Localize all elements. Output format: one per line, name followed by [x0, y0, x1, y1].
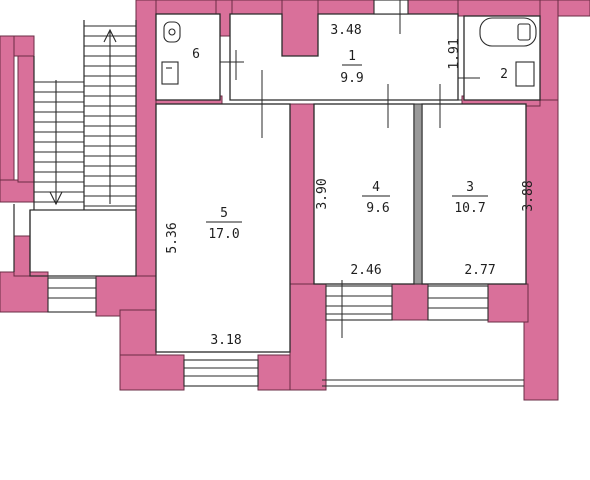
stair-core-wall	[135, 0, 157, 291]
top-wall-corner	[557, 0, 590, 17]
window-room3	[427, 285, 489, 321]
room-4-width-dim: 2.46	[350, 263, 381, 278]
room-5-length-dim: 5.36	[165, 222, 180, 253]
window-room4	[325, 285, 393, 321]
pier-room3-right	[487, 283, 529, 323]
sink-icon	[161, 61, 179, 85]
room-3-length-dim: 3.88	[521, 180, 536, 211]
room-6-number: 6	[192, 47, 200, 62]
room-2-number: 2	[500, 67, 508, 82]
left-wall-mid	[0, 179, 35, 203]
right-outer-wall	[523, 99, 559, 401]
room-3-area: 10.7	[454, 201, 485, 216]
window-room5	[183, 359, 259, 387]
bathtub-icon	[479, 17, 537, 47]
wall-room4-bottom	[289, 283, 327, 391]
bottom-wall-a	[119, 354, 185, 391]
left-wall-bottom	[0, 271, 49, 313]
openings	[47, 0, 524, 387]
dimension-ticks	[220, 0, 480, 338]
room-1-number: 1	[348, 49, 356, 64]
room-1-width-dim: 3.48	[330, 23, 361, 38]
stair-arrows	[49, 28, 117, 206]
room-3-number: 3	[466, 180, 474, 195]
room-1-depth-dim: 1.91	[447, 38, 462, 69]
room-4-length-dim: 3.90	[315, 178, 330, 209]
sink-icon	[515, 61, 535, 87]
left-wall-inner	[17, 55, 35, 183]
fixtures	[161, 17, 537, 87]
left-wall-outer	[0, 35, 15, 192]
pier-room4-room3	[391, 283, 429, 321]
room-5-number: 5	[220, 206, 228, 221]
stair-down-arrow-icon	[49, 80, 63, 206]
room-4-number: 4	[372, 180, 380, 195]
stair-frame	[13, 20, 137, 277]
stair-steps	[34, 25, 136, 207]
room-5-area: 17.0	[208, 227, 239, 242]
window-room1	[373, 0, 409, 15]
top-wall-column	[281, 0, 319, 57]
toilet-icon	[163, 21, 181, 43]
room-outlines	[155, 13, 541, 353]
room-3-outline	[421, 103, 527, 285]
stair-landing	[29, 209, 137, 277]
room-5-width-dim: 3.18	[210, 333, 241, 348]
right-wall-upper	[539, 0, 559, 111]
room-1-outline	[229, 13, 459, 101]
room-4-outline	[313, 103, 415, 285]
left-wall-pier	[13, 235, 31, 277]
room-5-outline	[155, 103, 291, 353]
walls	[0, 0, 590, 401]
room-1-area: 9.9	[340, 71, 363, 86]
window-stairwell	[47, 277, 97, 313]
labels: 1 9.9 3.48 1.91 6 2 5 17.0 5.36 3.18 4 9…	[165, 23, 536, 348]
stair-up-arrow-icon	[103, 28, 117, 204]
partition-4-3	[413, 103, 423, 285]
room-3-width-dim: 2.77	[464, 263, 495, 278]
room-4-area: 9.6	[366, 201, 389, 216]
